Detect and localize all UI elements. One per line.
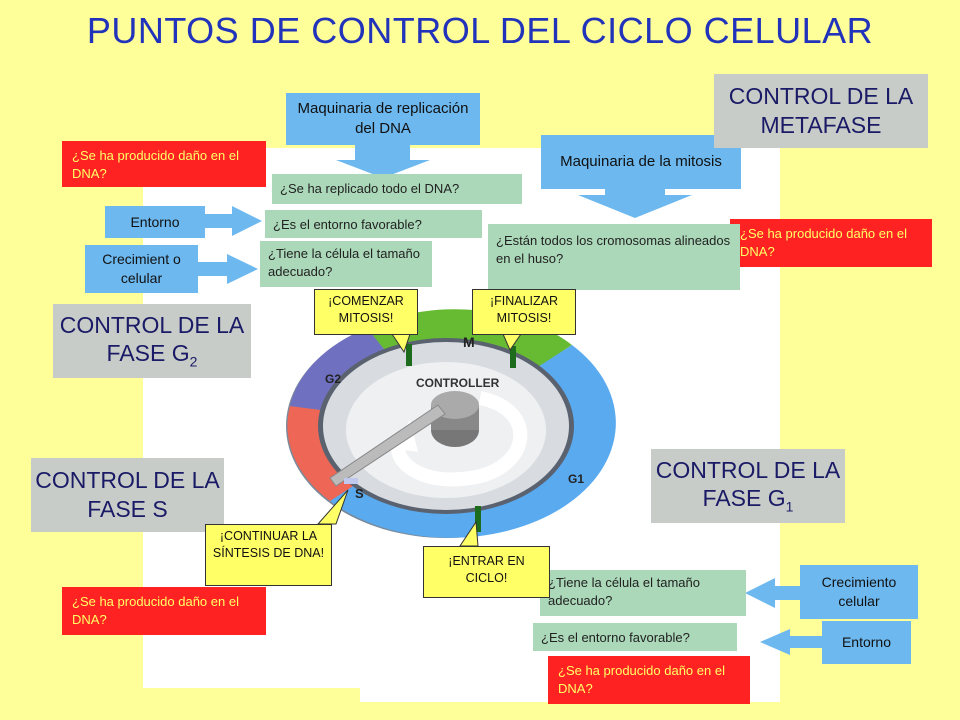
arrow-replicacion [336,145,430,178]
control-g2-text: CONTROL DE LA FASE G [59,311,245,367]
dna-damage-bottom-left: ¿Se ha producido daño en el DNA? [62,587,266,635]
crecimiento-left-box: Crecimient o celular [85,245,198,293]
dna-damage-top-left: ¿Se ha producido daño en el DNA? [62,141,266,187]
control-s-label: CONTROL DE LA FASE S [31,458,224,532]
control-g1-label: CONTROL DE LA FASE G1 [651,449,845,523]
control-g1-subscript: 1 [785,498,794,515]
signal-entrar-ciclo: ¡ENTRAR EN CICLO! [423,546,550,598]
dna-damage-bottom-right: ¿Se ha producido daño en el DNA? [548,656,750,704]
maquinaria-replicacion-box: Maquinaria de replicación del DNA [286,93,480,145]
controller-hand [329,404,446,487]
arrow-crecimiento-right [745,578,800,608]
page-title: PUNTOS DE CONTROL DEL CICLO CELULAR [86,10,874,51]
control-metafase-label: CONTROL DE LA METAFASE [714,74,928,148]
phase-g2-label: G2 [325,372,342,386]
question-cromosomas: ¿Están todos los cromosomas alineados en… [488,224,740,290]
signal-comenzar-mitosis: ¡COMENZAR MITOSIS! [314,289,418,335]
question-replicado: ¿Se ha replicado todo el DNA? [272,174,522,204]
phase-m-label: M [463,334,475,350]
dna-damage-right: ¿Se ha producido daño en el DNA? [730,219,932,267]
phase-s-label: S [355,486,364,501]
signal-finalizar-mitosis: ¡FINALIZAR MITOSIS! [472,289,576,335]
question-entorno-right: ¿Es el entorno favorable? [533,623,737,651]
arrow-crecimiento-left [197,254,258,284]
control-g2-label: CONTROL DE LA FASE G2 [53,304,251,378]
controller-label: CONTROLLER [416,376,500,390]
phase-g1-label: G1 [568,472,585,486]
question-tamano-left: ¿Tiene la célula el tamaño adecuado? [260,241,432,287]
signal-continuar-sintesis: ¡CONTINUAR LA SÍNTESIS DE DNA! [205,524,332,586]
arrow-entorno-right [760,629,822,655]
entorno-left-box: Entorno [105,206,205,238]
control-g2-subscript: 2 [189,353,198,370]
crecimiento-right-box: Crecimiento celular [800,565,918,619]
arrow-mitosis [578,188,692,218]
maquinaria-mitosis-box: Maquinaria de la mitosis [541,135,741,189]
question-tamano-right: ¿Tiene la célula el tamaño adecuado? [540,570,746,616]
arrow-entorno-left [205,206,262,236]
control-g1-text: CONTROL DE LA FASE G [655,456,841,512]
entorno-right-box: Entorno [822,621,911,664]
question-entorno-left: ¿Es el entorno favorable? [265,210,482,238]
